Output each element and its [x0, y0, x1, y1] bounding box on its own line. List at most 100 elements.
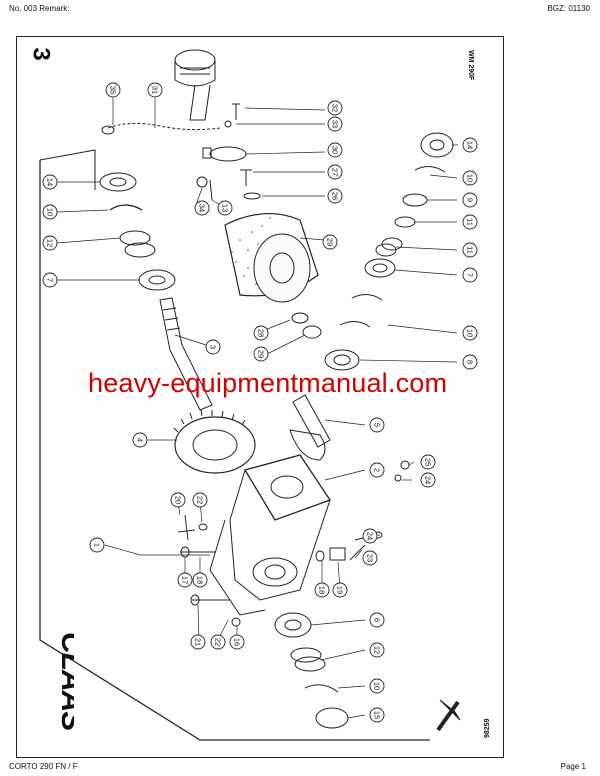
callout-label: 29: [257, 350, 266, 358]
callout-16: 16: [229, 634, 245, 650]
callout-label: 10: [466, 174, 475, 182]
watermark: heavy-equipmentmanual.com: [88, 368, 448, 398]
callout-label: 30: [331, 146, 340, 154]
callout-label: 11: [466, 246, 475, 254]
callout-12: 12: [369, 642, 385, 658]
callout-22: 22: [192, 492, 208, 508]
callout-18: 18: [192, 572, 208, 588]
callout-29: 29: [322, 234, 338, 250]
callout-label: 25: [424, 458, 433, 466]
callout-11: 11: [462, 242, 478, 258]
callout-label: 33: [331, 120, 340, 128]
callout-label: 12: [46, 239, 55, 247]
callout-4: 4: [132, 432, 148, 448]
callout-8: 8: [462, 354, 478, 370]
callout-label: 22: [196, 496, 205, 504]
callout-label: 19: [336, 586, 345, 594]
callout-35: 35: [105, 82, 121, 98]
callout-7: 7: [462, 267, 478, 283]
callout-label: 31: [151, 86, 160, 94]
callout-2: 2: [369, 462, 385, 478]
callout-5: 5: [369, 417, 385, 433]
callout-label: 9: [466, 198, 475, 202]
callout-label: 15: [373, 711, 382, 719]
callout-10: 10: [462, 170, 478, 186]
callout-13: 13: [217, 200, 233, 216]
callout-10: 10: [369, 678, 385, 694]
callout-14: 14: [462, 137, 478, 153]
callout-24: 24: [420, 472, 436, 488]
callout-10: 10: [42, 204, 58, 220]
callout-label: 27: [331, 168, 340, 176]
callout-26: 26: [327, 188, 343, 204]
header-remark: No. 003 Remark:: [9, 4, 70, 13]
callout-23: 23: [362, 550, 378, 566]
callout-18: 18: [314, 582, 330, 598]
callout-label: 11: [466, 218, 475, 226]
callout-21: 21: [190, 634, 206, 650]
callout-19: 19: [332, 582, 348, 598]
callout-33: 33: [327, 116, 343, 132]
callout-label: 5: [373, 423, 382, 427]
callout-label: 7: [466, 273, 475, 277]
callout-30: 30: [327, 142, 343, 158]
callout-label: 16: [233, 638, 242, 646]
callout-label: 26: [331, 192, 340, 200]
callout-34: 34: [194, 200, 210, 216]
callout-32: 32: [327, 100, 343, 116]
callout-label: 24: [424, 476, 433, 484]
callout-label: 12: [373, 646, 382, 654]
callout-24: 24: [362, 528, 378, 544]
callout-1: 1: [89, 537, 105, 553]
callout-27: 27: [327, 164, 343, 180]
header-bgz: BGZ: 01130: [547, 4, 590, 13]
callout-17: 17: [177, 572, 193, 588]
callout-label: 23: [366, 554, 375, 562]
footer-page: Page 1: [560, 762, 586, 771]
callout-label: 29: [326, 238, 335, 246]
callout-label: 10: [46, 208, 55, 216]
callout-label: 10: [373, 682, 382, 690]
callout-label: 14: [466, 141, 475, 149]
callout-7: 7: [42, 272, 58, 288]
callout-12: 12: [42, 235, 58, 251]
callout-label: 22: [214, 638, 223, 646]
callout-label: 18: [318, 586, 327, 594]
callout-3: 3: [205, 339, 221, 355]
callout-label: 21: [194, 638, 203, 646]
callout-9: 9: [462, 192, 478, 208]
callout-label: 3: [209, 345, 218, 349]
callout-label: 6: [373, 618, 382, 622]
callout-label: 1: [93, 543, 102, 547]
callout-6: 6: [369, 612, 385, 628]
callout-14: 14: [42, 174, 58, 190]
callout-29: 29: [253, 346, 269, 362]
callout-label: 34: [198, 204, 207, 212]
callout-22: 22: [210, 634, 226, 650]
callout-label: 18: [196, 576, 205, 584]
callout-label: 35: [109, 86, 118, 94]
footer-model: CORTO 290 FN / F: [9, 762, 78, 771]
callout-label: 13: [221, 204, 230, 212]
callout-20: 20: [170, 492, 186, 508]
callout-15: 15: [369, 707, 385, 723]
callout-label: 24: [366, 532, 375, 540]
callout-label: 7: [46, 278, 55, 282]
callout-label: 4: [136, 438, 145, 442]
callout-label: 17: [181, 576, 190, 584]
callout-25: 25: [420, 454, 436, 470]
callout-31: 31: [147, 82, 163, 98]
drawing-frame: [16, 36, 504, 758]
callout-label: 10: [466, 329, 475, 337]
callout-label: 32: [331, 104, 340, 112]
callout-28: 28: [253, 325, 269, 341]
claas-logo: CLAAS: [55, 632, 74, 731]
callout-label: 8: [466, 360, 475, 364]
svg-text:CLAAS: CLAAS: [55, 632, 74, 731]
callout-11: 11: [462, 214, 478, 230]
callout-label: 28: [257, 329, 266, 337]
callout-label: 20: [174, 496, 183, 504]
callout-label: 14: [46, 178, 55, 186]
callout-label: 2: [373, 468, 382, 472]
